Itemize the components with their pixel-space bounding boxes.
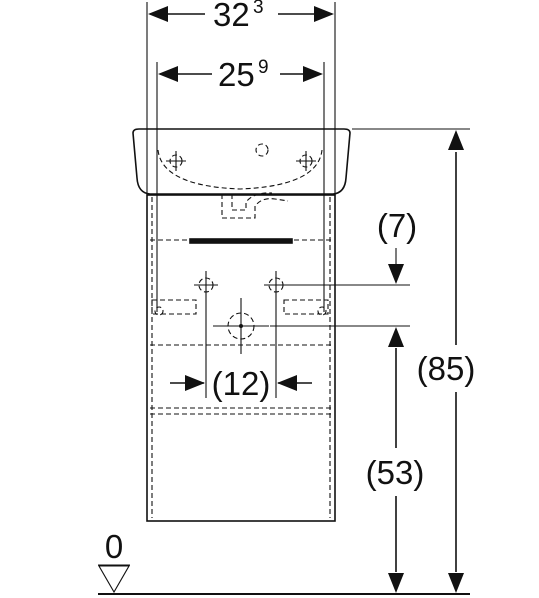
overall-width-dimension: 32 3: [146, 0, 336, 195]
drain-spacing-label: (12): [212, 365, 271, 402]
overall-width-label: 32: [213, 0, 250, 33]
overall-width-superscript: 3: [253, 0, 264, 18]
drain-spacing-dimension: (12): [170, 299, 312, 402]
inner-width-label: 25: [218, 56, 255, 93]
floor-zero-marker: 0: [98, 528, 470, 595]
floor-zero-label: 0: [105, 528, 123, 565]
vanity-cabinet: [146, 194, 336, 522]
drain-height-dimension: (53): [270, 325, 425, 593]
offset-7-dimension: (7): [288, 207, 417, 286]
total-height-label: (85): [417, 350, 476, 387]
drain-height-label: (53): [366, 454, 425, 491]
offset-7-label: (7): [377, 207, 417, 244]
inner-width-superscript: 9: [258, 57, 269, 78]
total-height-dimension: (85): [352, 128, 476, 593]
inner-width-dimension: 25 9: [156, 56, 325, 312]
washbasin-outline: [132, 128, 351, 219]
